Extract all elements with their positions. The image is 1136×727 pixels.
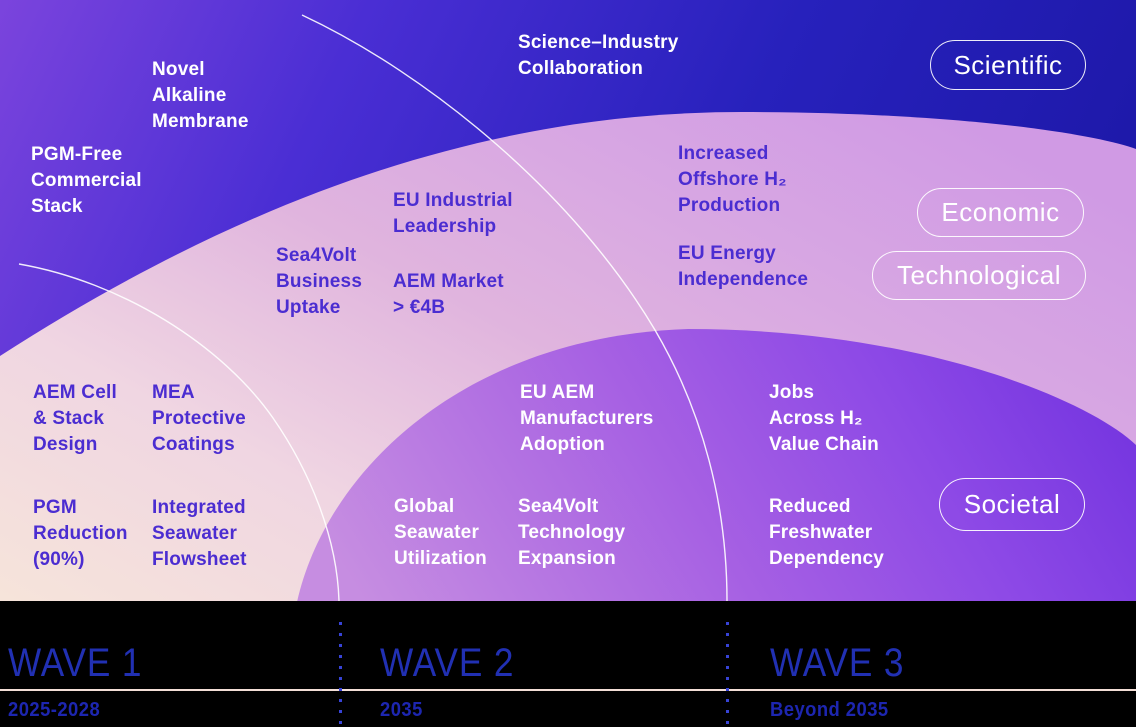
pill-label-technological: Technological — [896, 260, 1062, 290]
wave-divider-1 — [339, 622, 342, 727]
item-mea-protective-coatings: MEA Protective Coatings — [152, 382, 246, 455]
wave-3-period: Beyond 2035 — [770, 699, 889, 721]
item-novel-alkaline-membrane: Novel Alkaline Membrane — [152, 59, 249, 132]
item-sea4volt-business-uptake: Sea4Volt Business Uptake — [276, 245, 363, 318]
item-pgm-free-commercial-stack: PGM-Free Commercial Stack — [31, 144, 142, 217]
wave-arc-right — [301, 14, 728, 602]
item-aem-market: AEM Market > €4B — [393, 271, 504, 318]
pill-label-economic: Economic — [941, 197, 1060, 227]
wave-1-title: WAVE 1 — [8, 641, 143, 685]
wave-2-title: WAVE 2 — [380, 641, 515, 685]
item-science-industry-collaboration: Science–Industry Collaboration — [518, 32, 679, 79]
item-increased-offshore-h2-production: Increased Offshore H₂ Production — [678, 143, 787, 216]
wave-3-title: WAVE 3 — [770, 641, 905, 685]
item-sea4volt-technology-expansion: Sea4Volt Technology Expansion — [518, 496, 626, 569]
category-pill-scientific: Scientific — [930, 40, 1086, 90]
item-eu-energy-independence: EU Energy Independence — [678, 243, 809, 290]
item-eu-industrial-leadership: EU Industrial Leadership — [393, 190, 513, 237]
timeline-band: WAVE 1 2025-2028 WAVE 2 2035 WAVE 3 Beyo… — [0, 601, 1136, 727]
category-pill-societal: Societal — [939, 478, 1085, 531]
item-integrated-seawater-flowsheet: Integrated Seawater Flowsheet — [152, 497, 247, 570]
item-reduced-freshwater-dependency: Reduced Freshwater Dependency — [769, 496, 884, 569]
wave-1-period: 2025-2028 — [8, 699, 101, 721]
pill-label-scientific: Scientific — [953, 49, 1063, 80]
item-pgm-reduction: PGM Reduction (90%) — [33, 497, 128, 570]
item-aem-cell-stack-design: AEM Cell & Stack Design — [33, 382, 117, 455]
wave-arc-left — [18, 263, 340, 602]
item-jobs-across-h2-value-chain: Jobs Across H₂ Value Chain — [769, 382, 879, 455]
wave-divider-2 — [726, 622, 729, 727]
category-pill-economic: Economic — [917, 188, 1084, 237]
pill-label-societal: Societal — [963, 489, 1061, 519]
item-global-seawater-utilization: Global Seawater Utilization — [394, 496, 487, 569]
item-eu-aem-manufacturers-adoption: EU AEM Manufacturers Adoption — [520, 382, 654, 455]
wave-2-period: 2035 — [380, 699, 423, 721]
inner-dome — [297, 329, 1136, 602]
timeline-rule — [0, 689, 1136, 691]
category-pill-technological: Technological — [872, 251, 1086, 300]
